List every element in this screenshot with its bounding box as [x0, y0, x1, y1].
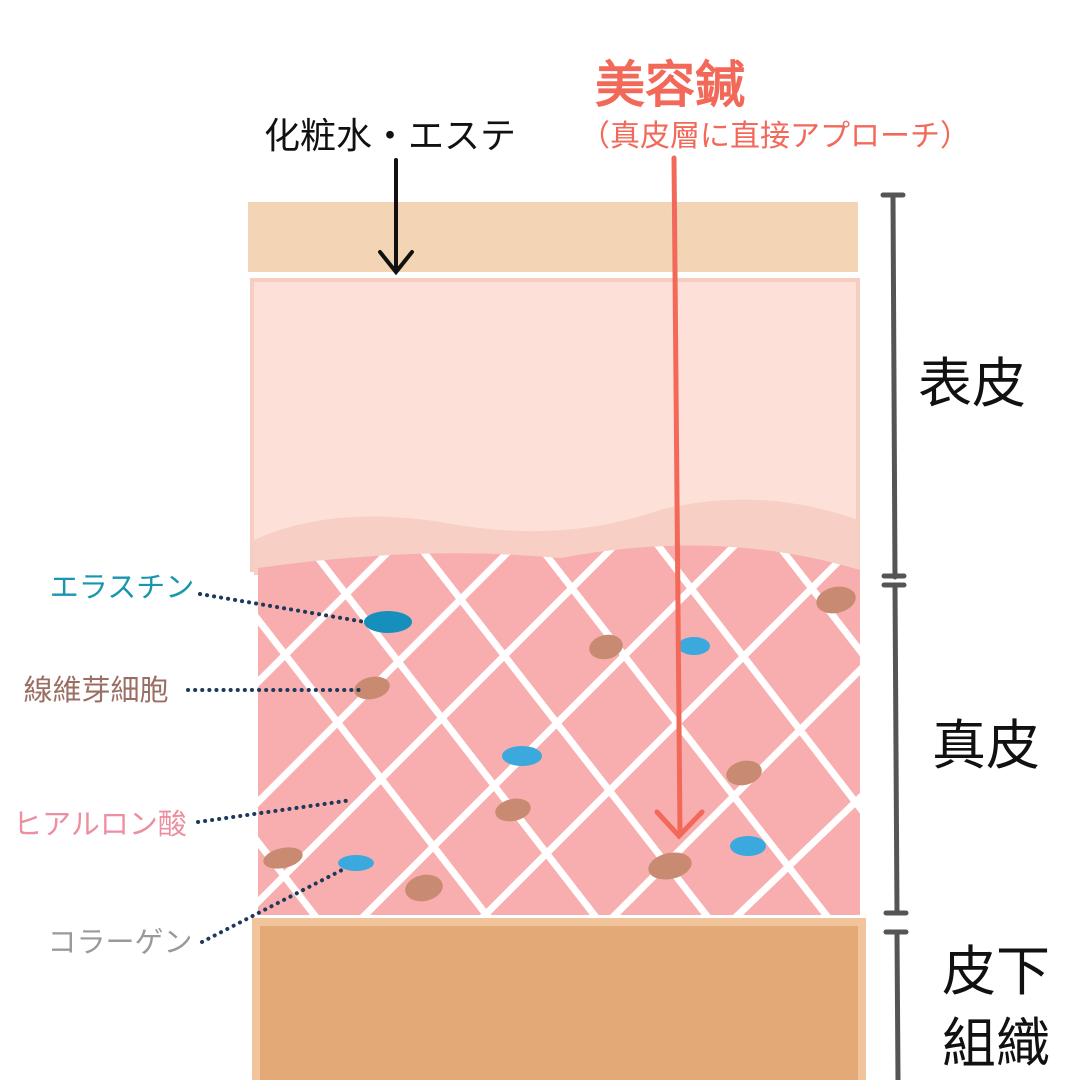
acupuncture-title: 美容鍼 [595, 56, 745, 114]
collagen-fiber [536, 626, 860, 915]
fibroblast-label: 線維芽細胞 [23, 673, 168, 707]
hyaluronic-leader-line [196, 798, 354, 824]
elastin-blob [364, 611, 412, 633]
cosmetics-label: 化粧水・エステ [264, 116, 516, 157]
elastin-blob [678, 637, 710, 655]
acupuncture-subtitle: （真皮層に直接アプローチ） [580, 119, 970, 154]
fibroblast-cell [648, 852, 692, 880]
collagen-fiber [258, 545, 564, 915]
collagen-fiber [416, 545, 860, 915]
elastin-blob [338, 855, 374, 871]
dermis-label: 真皮 [932, 714, 1040, 777]
fibroblast-cell [405, 874, 443, 902]
elastin-label: エラスチン [50, 570, 194, 604]
collagen-fiber [356, 545, 784, 915]
fibroblast-cell [354, 676, 390, 700]
collagen-fiber [258, 545, 474, 744]
elastin-leader-line [198, 592, 367, 624]
subcutis-label-line1: 皮下 [942, 940, 1050, 1003]
fibroblast-cell [263, 847, 303, 869]
fibroblast-cell [726, 760, 762, 786]
elastin-blob [502, 746, 542, 766]
fibroblast-cell [495, 798, 531, 822]
fibroblast-cells [263, 586, 856, 902]
stratum-corneum-band [248, 202, 858, 272]
subcutis-label-line2: 組織 [942, 1012, 1050, 1075]
elastin-fibers [338, 611, 766, 871]
collagen-fiber [258, 545, 654, 915]
layer-scale-bar [880, 192, 909, 1080]
collagen-label: コラーゲン [47, 925, 192, 959]
leader-lines [186, 592, 367, 944]
acupuncture-needle-arrow [654, 155, 705, 840]
collagen-leader-line [200, 868, 344, 944]
fibroblast-cell [816, 586, 856, 614]
hyaluronic-acid-label: ヒアルロン酸 [13, 807, 187, 841]
elastin-blob [730, 836, 766, 856]
fibroblast-cell [589, 634, 623, 660]
subcutis-layer [252, 918, 866, 1080]
collagen-fiber [258, 545, 594, 864]
collagen-fiber [656, 736, 860, 915]
cosmetics-arrow [378, 158, 414, 276]
collagen-fiber [476, 545, 860, 915]
epidermis-label: 表皮 [918, 352, 1026, 415]
